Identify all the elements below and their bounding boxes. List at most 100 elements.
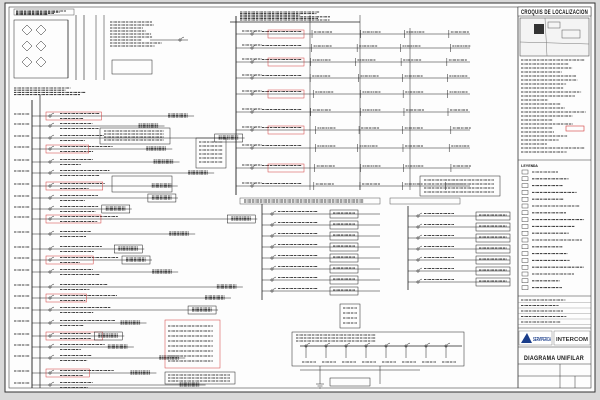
breaker-symbol (48, 356, 52, 360)
breaker-contact (50, 182, 55, 185)
breaker-contact (272, 243, 277, 246)
highlighted-circuit (45, 111, 102, 121)
breaker-contact (386, 342, 391, 345)
cabinet-box (111, 59, 153, 75)
legend-symbol (521, 237, 529, 243)
breaker-symbol (250, 92, 254, 96)
breaker-symbol (48, 258, 52, 262)
ground-symbol (316, 383, 324, 389)
legend-symbol (521, 203, 529, 209)
meter-cabinet (339, 303, 361, 329)
breaker-symbol (48, 308, 52, 312)
breaker-contact (180, 36, 185, 39)
breaker-symbol (48, 184, 52, 188)
breaker-symbol (48, 285, 52, 289)
summary-table (164, 371, 236, 385)
legend-symbol (521, 217, 529, 222)
breaker-contact (50, 354, 55, 357)
transformer-symbol (21, 24, 33, 36)
breaker-symbol (416, 225, 420, 229)
grounding-box (329, 377, 371, 387)
breaker-contact (272, 221, 277, 224)
highlighted-panel (164, 319, 221, 369)
panel-box (147, 193, 177, 203)
breaker-contact (50, 294, 55, 297)
notes-red-mark (565, 125, 585, 132)
circuit-box (329, 231, 359, 241)
breaker-contact (50, 215, 55, 218)
legend-symbol (521, 258, 529, 263)
breaker-symbol (250, 60, 254, 64)
circuit-box (475, 244, 511, 254)
breaker-symbol (416, 258, 420, 262)
breaker-symbol (270, 267, 274, 271)
drawing-title: DIAGRAMA UNIFILAR (524, 356, 584, 362)
breaker-contact (446, 342, 451, 345)
breaker-contact (50, 283, 55, 286)
breaker-symbol (178, 38, 182, 42)
transformer-symbol (21, 40, 33, 52)
panel-box (227, 214, 256, 224)
panel-box (187, 305, 217, 315)
schedule-header (239, 197, 381, 205)
highlighted-circuit (45, 214, 102, 224)
breaker-symbol (250, 32, 254, 36)
highlighted-circuit (45, 368, 90, 378)
highlighted-circuit (45, 181, 104, 191)
breaker-symbol (48, 196, 52, 200)
breaker-contact (50, 306, 55, 309)
highlighted-feeder (267, 163, 305, 173)
breaker-contact (418, 245, 423, 248)
breaker-contact (50, 112, 55, 115)
breaker-symbol (48, 217, 52, 221)
breaker-symbol (48, 232, 52, 236)
breaker-contact (418, 212, 423, 215)
location-heading: CROQUIS DE LOCALIZACION (521, 10, 588, 16)
header-note-box (13, 8, 75, 16)
breaker-contact (418, 234, 423, 237)
breaker-symbol (250, 76, 254, 80)
breaker-symbol (250, 128, 254, 132)
highlighted-circuit (45, 293, 87, 303)
breaker-symbol (48, 334, 52, 338)
breaker-symbol (270, 256, 274, 260)
breaker-symbol (48, 270, 52, 274)
legend-symbol (521, 244, 529, 250)
breaker-contact (418, 267, 423, 270)
legend-symbol (521, 265, 529, 270)
subboard-box (99, 127, 171, 145)
schedule-header (389, 197, 461, 205)
breaker-contact (50, 319, 55, 322)
circuit-box (329, 253, 359, 263)
circuit-box (329, 264, 359, 274)
breaker-symbol (48, 171, 52, 175)
legend-symbol (521, 176, 529, 182)
transformer-symbol (35, 24, 47, 36)
breaker-contact (50, 332, 55, 335)
breaker-symbol (48, 383, 52, 387)
breaker-symbol (48, 207, 52, 211)
legend-symbol (521, 285, 529, 290)
breaker-symbol (48, 114, 52, 118)
serviperca-logo-mark (521, 333, 532, 343)
breaker-contact (272, 265, 277, 268)
breaker-contact (50, 381, 55, 384)
breaker-contact (50, 245, 55, 248)
circuit-box (475, 211, 511, 221)
breaker-symbol (270, 245, 274, 249)
intercom-logo-box (553, 330, 591, 346)
subboard-detail (195, 137, 227, 169)
subpanel-frame (291, 331, 465, 367)
breaker-symbol (250, 110, 254, 114)
breaker-contact (326, 342, 331, 345)
legend-symbol (521, 230, 529, 236)
highlighted-feeder (267, 89, 305, 99)
breaker-contact (366, 342, 371, 345)
breaker-symbol (48, 147, 52, 151)
circuit-box (475, 277, 511, 287)
breaker-symbol (48, 136, 52, 140)
breaker-contact (50, 268, 55, 271)
breaker-contact (50, 134, 55, 137)
breaker-symbol (48, 321, 52, 325)
